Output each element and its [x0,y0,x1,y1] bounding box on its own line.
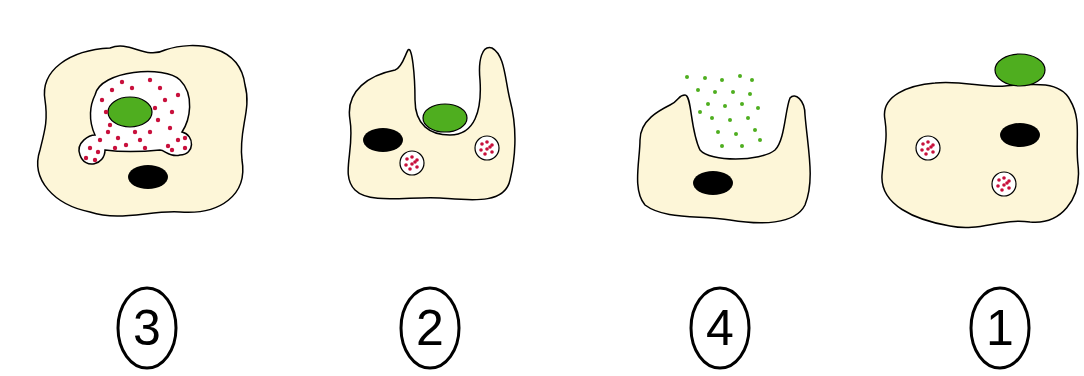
step-number: 2 [399,286,461,370]
step-number-circle: 1 [969,286,1031,370]
step-number-circle: 3 [116,286,178,370]
cell-engulfing [348,48,515,200]
step-number: 3 [116,286,178,370]
cell-contact [882,54,1079,228]
cell-releasing [638,74,811,223]
step-number: 4 [689,286,751,370]
step-number-circle: 4 [689,286,751,370]
step-number-circle: 2 [399,286,461,370]
step-number: 1 [969,286,1031,370]
cell-digesting [38,46,247,216]
